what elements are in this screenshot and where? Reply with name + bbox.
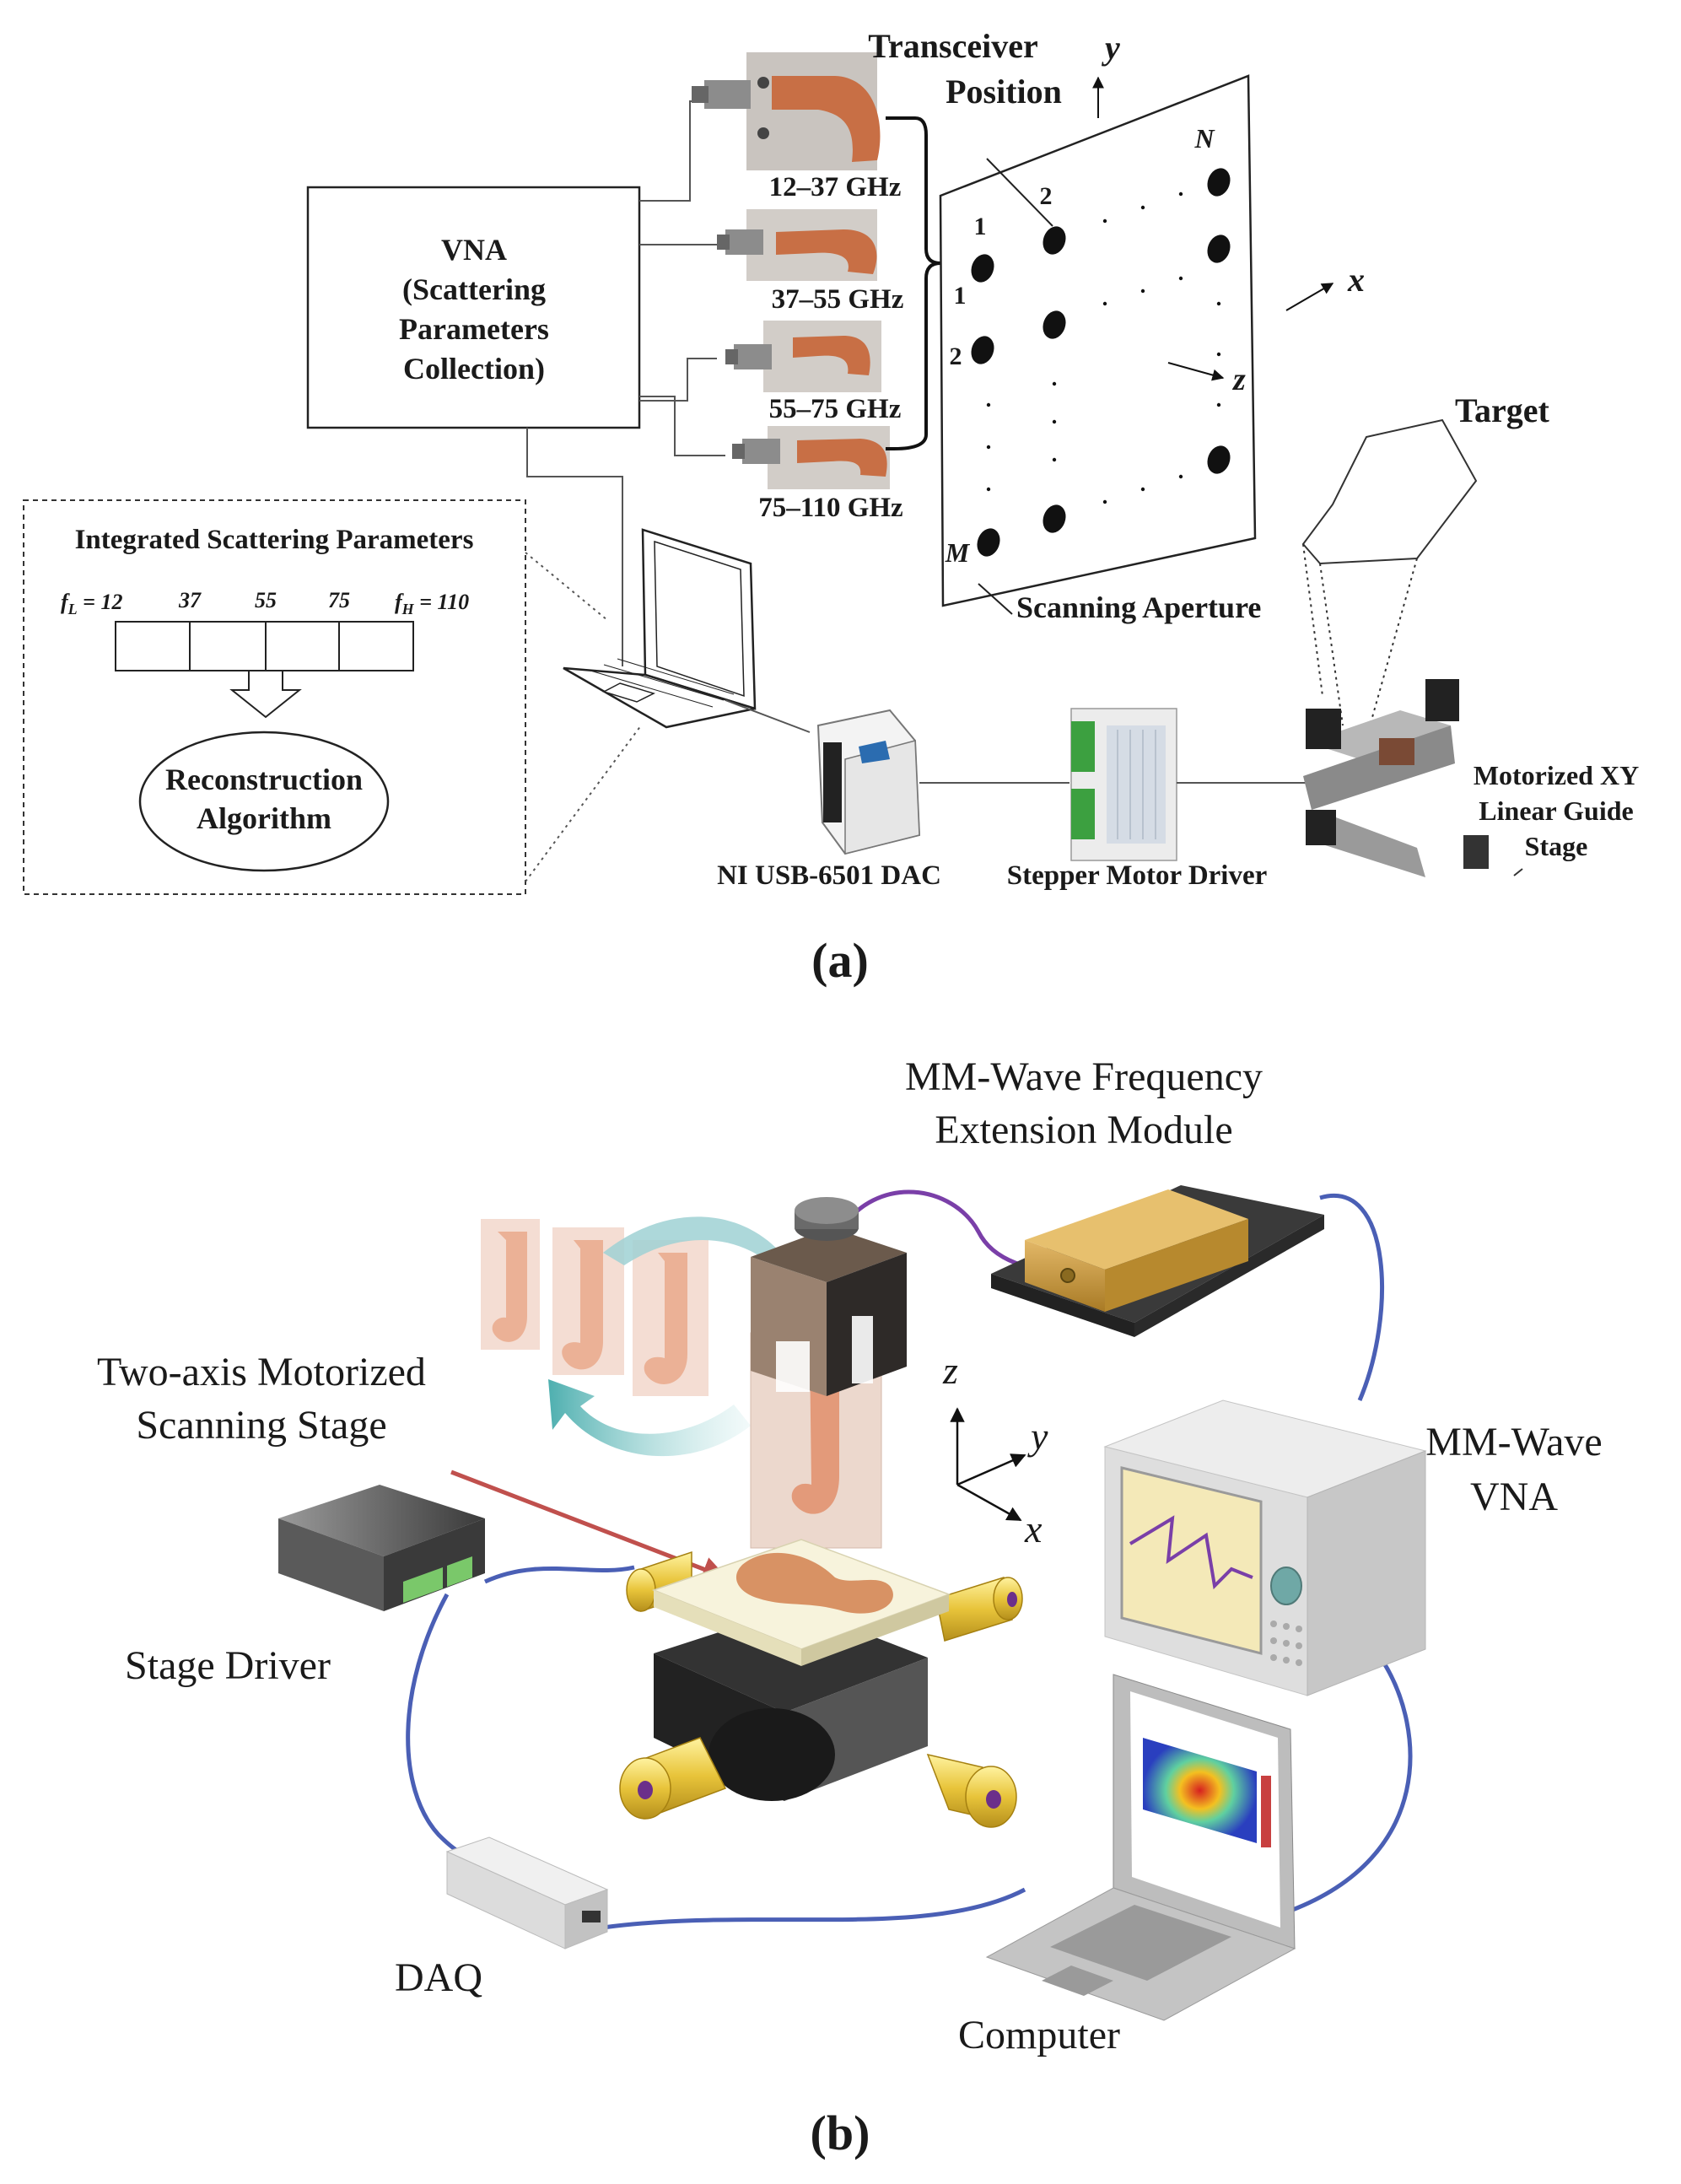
cable-laptop-dac: [725, 699, 811, 733]
panel-b: MM-Wave Frequency Extension Module: [97, 1054, 1603, 2160]
transceiver-title-line1: Transceiver: [868, 27, 1037, 65]
caption-b: (b): [811, 2106, 870, 2160]
stage-label-line3: Stage: [1525, 831, 1588, 861]
stage-label-line2: Linear Guide: [1479, 795, 1633, 826]
isp-f-low: fL = 12: [61, 590, 123, 617]
stage-driver-device: [278, 1485, 485, 1611]
axis-b-y: y: [1027, 1415, 1048, 1458]
vna-label-line3: Parameters: [399, 312, 549, 346]
vna-b-label-line2: VNA: [1470, 1475, 1558, 1519]
pointer-transceiver: [986, 158, 1053, 227]
antenna-boards: [481, 1216, 801, 1457]
vna-b-label-line1: MM-Wave: [1425, 1420, 1602, 1464]
isp-mid-55: 55: [255, 588, 277, 612]
isp-title: Integrated Scattering Parameters: [75, 525, 474, 555]
grid-row-2: 2: [950, 342, 962, 370]
grid-col-2: 2: [1040, 182, 1053, 210]
grid-col-n: N: [1193, 123, 1215, 154]
ext-module-label-line2: Extension Module: [935, 1108, 1232, 1152]
laptop-icon: [563, 528, 757, 729]
stage-label-line1: Motorized XY: [1474, 760, 1639, 790]
pointer-aperture: [978, 583, 1013, 615]
isp-box: [23, 499, 526, 895]
waveguide-probe: [750, 1197, 907, 1549]
computer-label: Computer: [958, 2013, 1120, 2057]
axis-x-arrow: [1285, 283, 1334, 311]
reconstruction-line1: Reconstruction: [165, 763, 363, 796]
target-label: Target: [1455, 391, 1550, 429]
daq-device: [445, 1836, 609, 1949]
isp-band-bar: [115, 621, 414, 671]
axis-b-x: x: [1024, 1507, 1043, 1550]
zoom-line-bottom: [525, 725, 642, 882]
axes-b: [950, 1407, 1026, 1522]
isp-down-arrow: [229, 670, 302, 719]
vna-box: [306, 186, 641, 429]
antenna-75-110ghz: 75–110 GHz: [732, 426, 903, 523]
axis-b-z: z: [942, 1349, 958, 1392]
antenna-37-55ghz: 37–55 GHz: [717, 209, 903, 315]
axis-z-arrow: [1167, 362, 1225, 381]
vna-device: [1103, 1399, 1427, 1696]
scanning-aperture: [939, 74, 1257, 607]
isp-mid-75: 75: [328, 588, 350, 612]
reconstruction-line2: Algorithm: [197, 801, 331, 835]
ni-usb-dac-device: [816, 709, 921, 855]
axis-y-label: y: [1102, 29, 1120, 67]
aperture-label: Scanning Aperture: [1016, 590, 1261, 624]
grid-row-1: 1: [954, 282, 967, 310]
isp-f-high: fH = 110: [395, 590, 469, 617]
target-projection-lines: [1302, 543, 1418, 733]
grid-row-m: M: [945, 537, 971, 568]
grid-col-1: 1: [974, 213, 987, 240]
xy-stage-device: [1303, 679, 1489, 877]
ext-module-label-line1: MM-Wave Frequency: [905, 1054, 1263, 1099]
antenna-55-75ghz: 55–75 GHz: [725, 321, 901, 424]
aperture-grid: [971, 168, 1231, 557]
target-shape: [1301, 418, 1478, 565]
zoom-line-top: [525, 552, 608, 621]
scan-stage-label-line2: Scanning Stage: [136, 1403, 386, 1448]
vna-label-line2: (Scattering: [402, 272, 546, 306]
stage-tick: [1513, 868, 1523, 876]
antenna-37-55-label: 37–55 GHz: [772, 284, 904, 315]
transceiver-title-line2: Position: [946, 73, 1062, 111]
scanning-stage-device: [619, 1539, 1023, 1828]
antenna-55-75-label: 55–75 GHz: [769, 394, 902, 424]
reconstruction-ellipse: [138, 731, 390, 872]
scan-stage-label-line1: Two-axis Motorized: [97, 1350, 426, 1394]
antenna-12-37-label: 12–37 GHz: [769, 172, 902, 202]
axis-x-label: x: [1347, 261, 1365, 299]
blue-cables: [406, 1194, 1413, 1930]
caption-a: (a): [811, 933, 869, 988]
vna-label-line4: Collection): [403, 352, 545, 386]
stepper-driver-device: [1070, 708, 1177, 861]
axis-z-label: z: [1231, 362, 1246, 397]
antenna-12-37ghz: 12–37 GHz: [692, 52, 901, 202]
extension-module-device: [991, 1185, 1324, 1337]
isp-mid-37: 37: [178, 588, 202, 612]
dac-label: NI USB-6501 DAC: [717, 860, 941, 891]
antenna-75-110-label: 75–110 GHz: [758, 493, 902, 523]
driver-label: Stepper Motor Driver: [1007, 860, 1268, 891]
computer-device: [985, 1674, 1296, 2021]
daq-label: DAQ: [395, 1955, 482, 2000]
vna-label-line1: VNA: [441, 233, 507, 267]
panel-a: VNA (Scattering Parameters Collection) 1…: [23, 27, 1639, 988]
stage-driver-label: Stage Driver: [125, 1643, 331, 1688]
